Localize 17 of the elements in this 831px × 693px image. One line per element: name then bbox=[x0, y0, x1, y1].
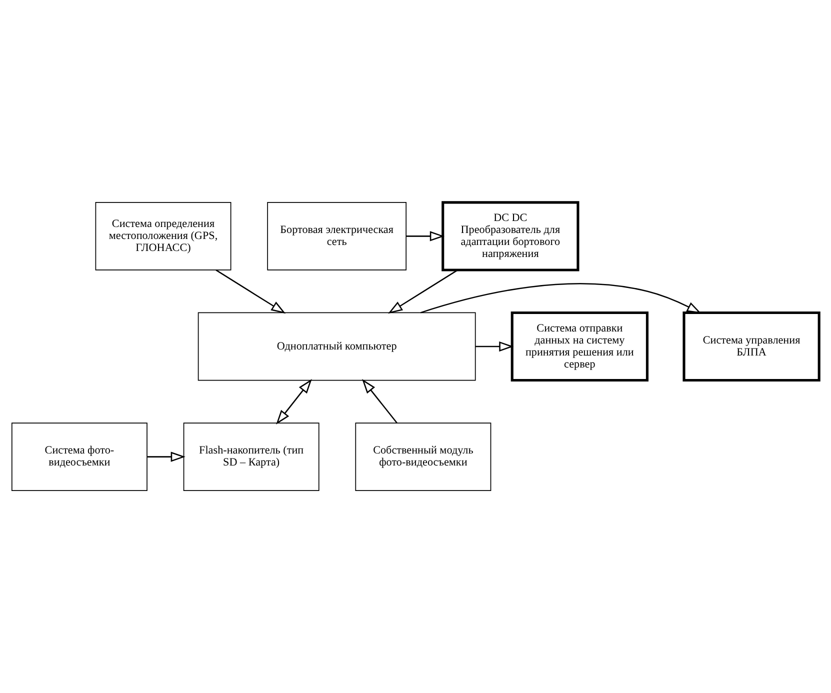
arrow bbox=[406, 231, 444, 242]
node-box: Собственный модуль фото-видеосъемки bbox=[355, 422, 492, 491]
arrow bbox=[216, 270, 286, 314]
node-box: Бортовая электрическая сеть bbox=[267, 202, 407, 270]
node-box: Flash-накопитель (тип SD – Карта) bbox=[183, 422, 320, 491]
arrow bbox=[420, 283, 702, 314]
arrow bbox=[147, 452, 186, 462]
arrow bbox=[388, 270, 458, 314]
node-box: Одноплатный компьютер bbox=[198, 312, 476, 381]
node-box: Система отправки данных на систему принятия решения или сервер bbox=[510, 311, 648, 382]
node-box: DC DC Преобразователь для адаптации бортового напряжения bbox=[442, 201, 580, 272]
node-box: Система управления БЛПА bbox=[682, 311, 820, 382]
arrow bbox=[362, 379, 398, 424]
node-box: Система фото-видеосъемки bbox=[11, 422, 148, 491]
arrow bbox=[476, 341, 514, 352]
arrow bbox=[276, 379, 312, 424]
node-box: Система определения местоположения (GPS, ГЛОНАСС) bbox=[95, 202, 232, 270]
